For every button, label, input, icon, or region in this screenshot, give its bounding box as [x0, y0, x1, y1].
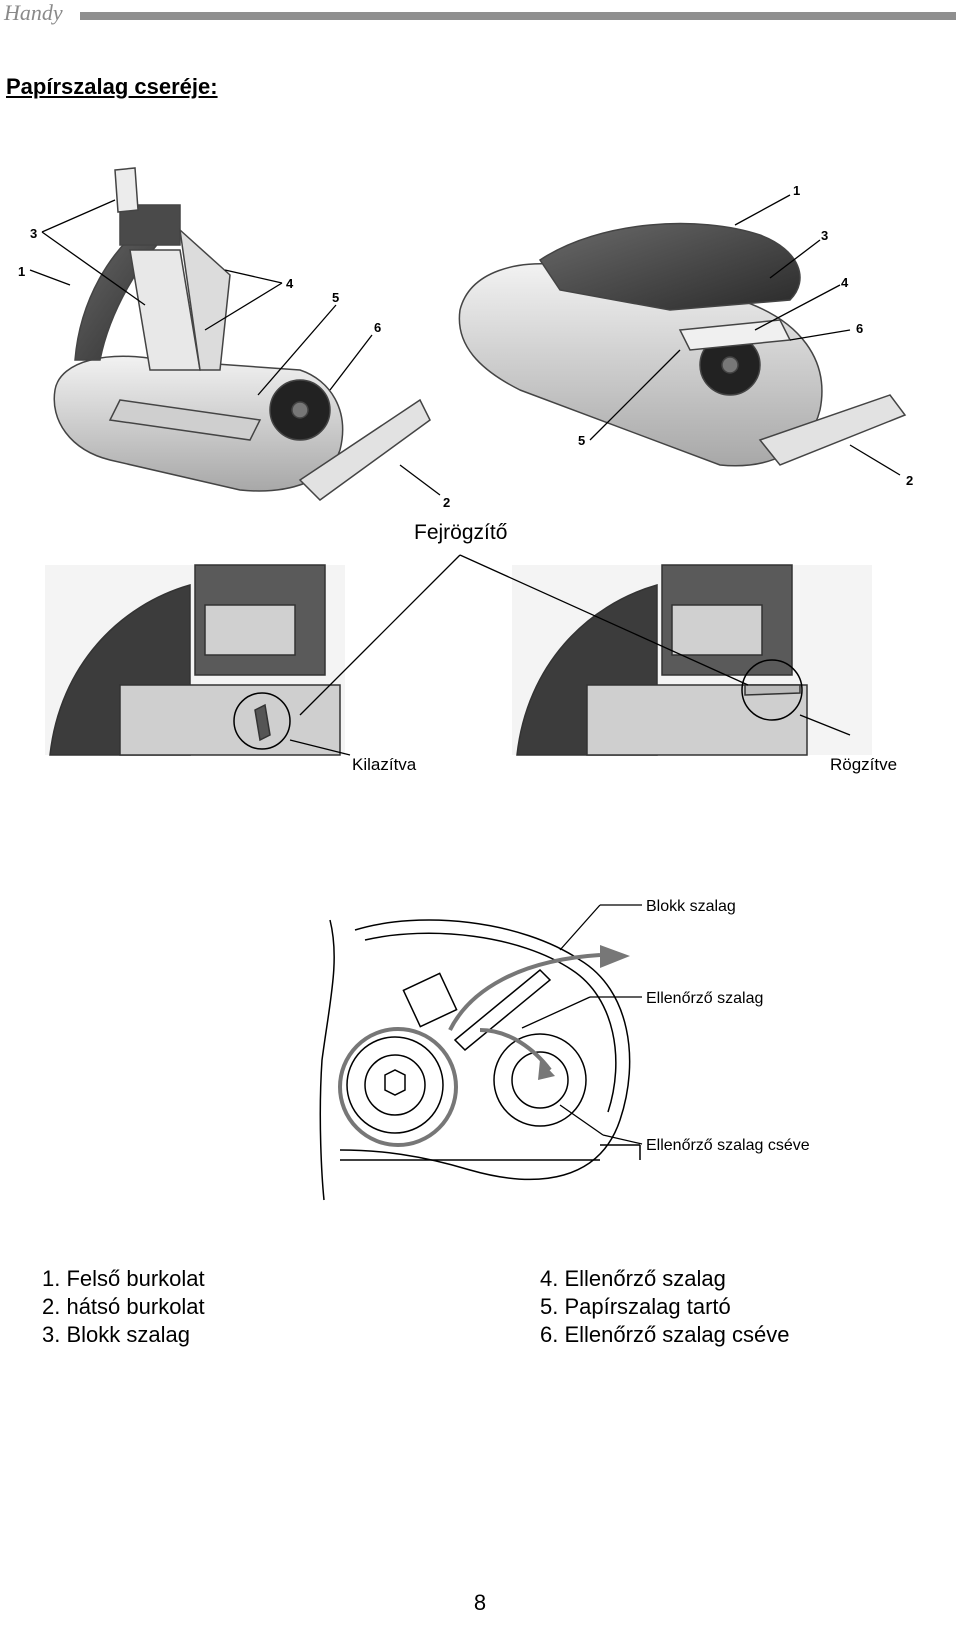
- printer-right: [458, 222, 907, 467]
- brand-logo: Handy: [4, 0, 63, 25]
- callout-r6: 6: [856, 321, 863, 336]
- locked-label: Rögzítve: [830, 755, 898, 774]
- callout-l1: 1: [18, 264, 25, 279]
- callout-l5: 5: [332, 290, 339, 305]
- header-rule: [80, 12, 956, 20]
- printer-left: [53, 167, 431, 501]
- callout-r2: 2: [906, 473, 913, 488]
- paper-path-diagram: [319, 904, 643, 1201]
- page-title: Papírszalag cseréje:: [6, 74, 218, 99]
- legend-item: 2. hátsó burkolat: [42, 1294, 205, 1319]
- callout-r3: 3: [821, 228, 828, 243]
- callout-l6: 6: [374, 320, 381, 335]
- callout-l2: 2: [443, 495, 450, 510]
- callout-l3: 3: [30, 226, 37, 241]
- legend-item: 3. Blokk szalag: [42, 1322, 190, 1347]
- callout-r4: 4: [841, 275, 849, 290]
- legend-item: 6. Ellenőrző szalag cséve: [540, 1322, 790, 1347]
- callout-r5: 5: [578, 433, 585, 448]
- page-number: 8: [473, 1590, 487, 1615]
- journal-spool-label: Ellenőrző szalag cséve: [646, 1137, 810, 1154]
- legend-item: 4. Ellenőrző szalag: [540, 1266, 726, 1291]
- legend-item: 5. Papírszalag tartó: [540, 1294, 731, 1319]
- legend-item: 1. Felső burkolat: [42, 1266, 205, 1291]
- released-label: Kilazítva: [352, 755, 417, 774]
- callout-r1: 1: [793, 183, 800, 198]
- legend-left: 1. Felső burkolat 2. hátsó burkolat 3. B…: [42, 1265, 205, 1349]
- callout-l4: 4: [286, 276, 294, 291]
- callout-lines: [29, 194, 901, 496]
- receipt-tape-label: Blokk szalag: [646, 898, 736, 915]
- printer-open-illustration: 1 2 3 4 5 6 1 2 3 4 5 6: [18, 167, 913, 510]
- head-lock-label: Fejrögzítő: [414, 521, 508, 544]
- journal-tape-label: Ellenőrző szalag: [646, 990, 764, 1007]
- legend-right: 4. Ellenőrző szalag 5. Papírszalag tartó…: [540, 1265, 789, 1349]
- head-lock-illustration: [45, 554, 872, 756]
